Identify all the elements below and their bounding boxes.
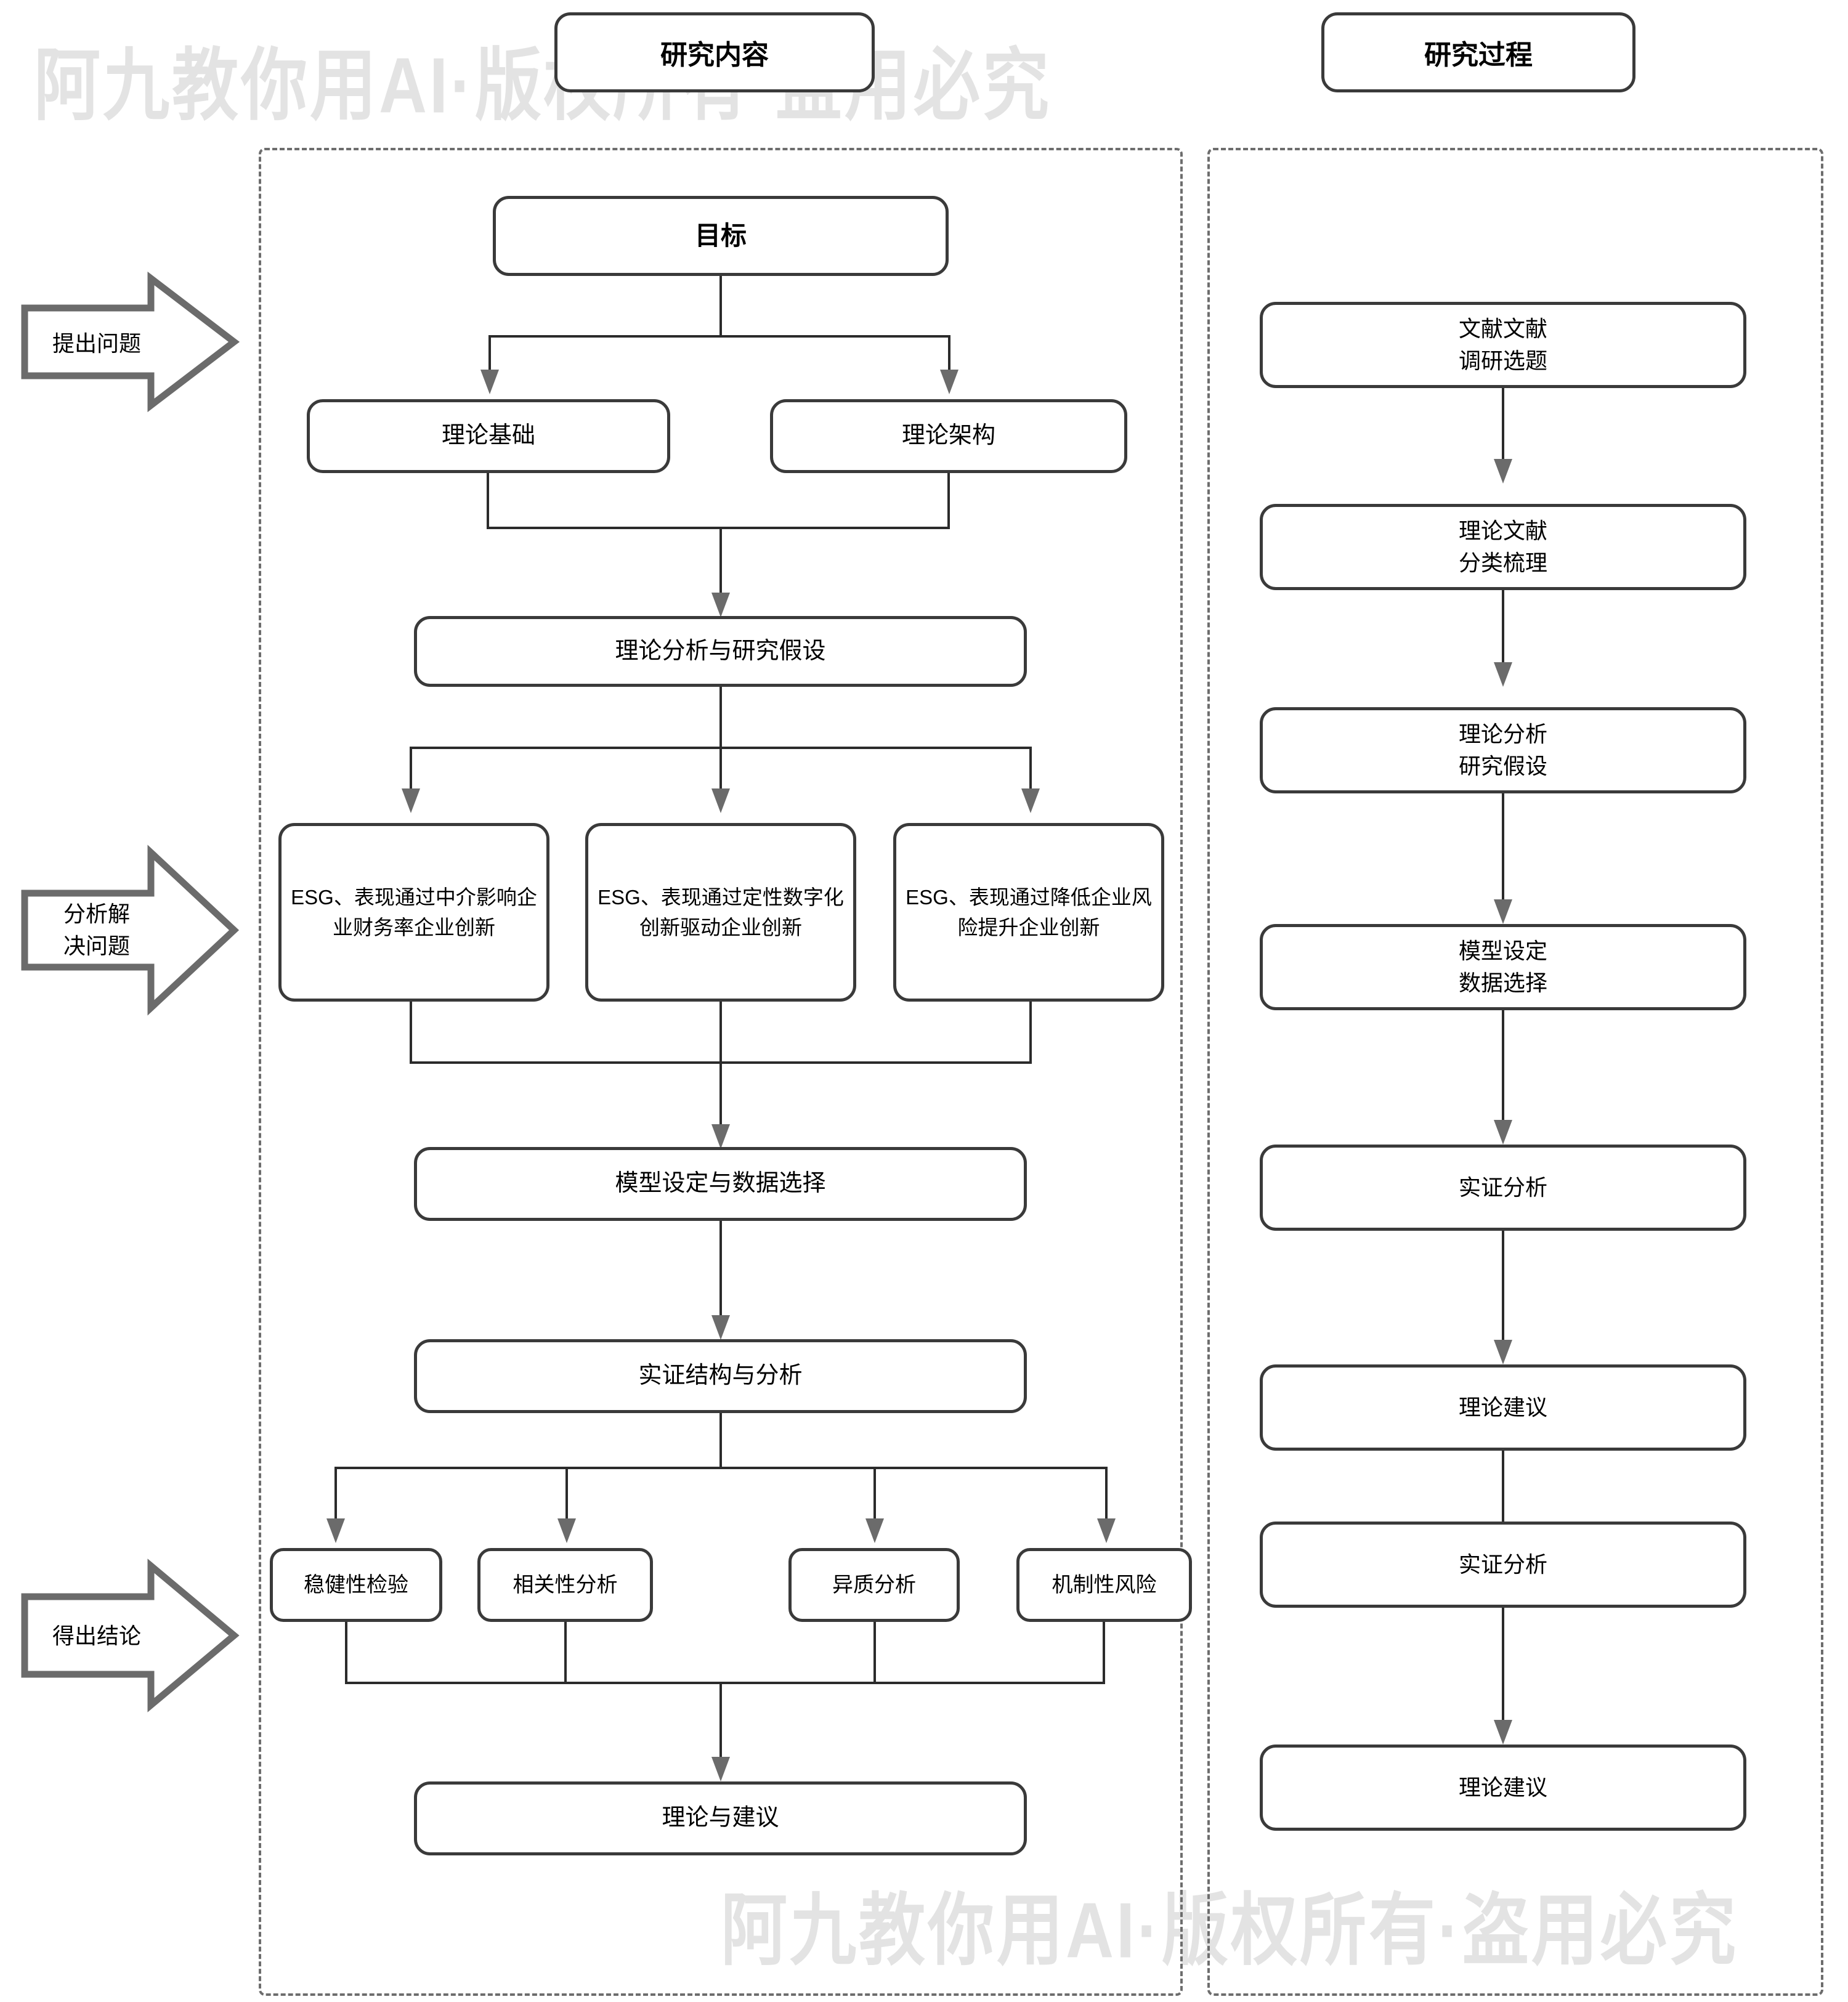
connector-goal-left-drop [488, 335, 491, 372]
connector-goal-split [488, 335, 950, 338]
process-node-2[interactable]: 理论文献 分类梳理 [1260, 504, 1746, 590]
panel-research-content [259, 148, 1183, 1996]
arrowhead-to-check-2 [557, 1518, 576, 1543]
connector-goal-down [719, 276, 722, 336]
process-node-1[interactable]: 文献文献 调研选题 [1260, 302, 1746, 388]
process-node-8[interactable]: 理论建议 [1260, 1745, 1746, 1831]
node-conclusion[interactable]: 理论与建议 [414, 1781, 1027, 1855]
connector-check1-down [345, 1622, 347, 1684]
connector-checks-merge [345, 1682, 1105, 1684]
arrowhead-to-check-1 [326, 1518, 345, 1543]
arrowhead-to-empirical [711, 1315, 730, 1340]
node-hypothesis-3[interactable]: ESG、表现通过降低企业风险提升企业创新 [893, 823, 1164, 1002]
connector-goal-right-drop [948, 335, 950, 372]
arrowhead-process-3-4 [1494, 899, 1512, 924]
arrowhead-process-5-6 [1494, 1340, 1512, 1364]
column-header-research-process: 研究过程 [1321, 12, 1635, 92]
node-model-data[interactable]: 模型设定与数据选择 [414, 1147, 1027, 1221]
connector-empirical-down [719, 1413, 722, 1469]
arrowhead-process-1-2 [1494, 459, 1512, 484]
stage-arrow-analyze-solve: 分析解 决问题 [18, 844, 240, 1016]
connector-theory-framework-down [947, 473, 950, 529]
arrowhead-to-model-data [711, 1124, 730, 1149]
connector-theory-merge-down [719, 527, 722, 594]
arrowhead-process-2-3 [1494, 662, 1512, 687]
node-check-mechanism-risk[interactable]: 机制性风险 [1016, 1548, 1192, 1622]
connector-hyp1-down [410, 1002, 412, 1063]
process-node-3[interactable]: 理论分析 研究假设 [1260, 707, 1746, 793]
watermark-top: 阿九教你用AI·版权所有·盗用必究 [34, 41, 1052, 129]
process-node-5[interactable]: 实证分析 [1260, 1145, 1746, 1231]
arrowhead-process-4-5 [1494, 1120, 1512, 1145]
connector-check4-drop [1105, 1467, 1108, 1521]
stage-label-draw-conclusion: 得出结论 [52, 1623, 141, 1648]
stage-arrow-draw-conclusion: 得出结论 [18, 1558, 240, 1712]
arrowhead-to-theory-analysis [711, 593, 730, 617]
node-empirical[interactable]: 实证结构与分析 [414, 1339, 1027, 1413]
connector-check2-drop [565, 1467, 568, 1521]
connector-analysis-down [719, 687, 722, 748]
connector-process-4-5 [1502, 1010, 1504, 1121]
arrowhead-process-7-8 [1494, 1720, 1512, 1745]
connector-checks-split [334, 1467, 1108, 1469]
watermark-bottom: 阿九教你用AI·版权所有·盗用必究 [721, 1886, 1738, 1974]
node-check-robustness[interactable]: 稳健性检验 [270, 1548, 442, 1622]
process-node-7[interactable]: 实证分析 [1260, 1522, 1746, 1608]
node-check-correlation[interactable]: 相关性分析 [477, 1548, 653, 1622]
connector-check2-down [564, 1622, 567, 1684]
node-hypothesis-2[interactable]: ESG、表现通过定性数字化创新驱动企业创新 [585, 823, 856, 1002]
column-header-research-content: 研究内容 [554, 12, 875, 92]
arrowhead-to-theory-framework [940, 370, 958, 394]
node-theory-base[interactable]: 理论基础 [307, 399, 670, 473]
connector-process-1-2 [1502, 388, 1504, 461]
stage-label-analyze-solve: 分析解 决问题 [63, 901, 130, 959]
panel-research-process [1207, 148, 1823, 1996]
stage-label-raise-question: 提出问题 [52, 331, 141, 356]
node-theory-analysis[interactable]: 理论分析与研究假设 [414, 616, 1027, 687]
node-check-heterogeneity[interactable]: 异质分析 [788, 1548, 960, 1622]
connector-process-2-3 [1502, 590, 1504, 664]
arrowhead-to-check-4 [1097, 1518, 1116, 1543]
process-node-6[interactable]: 理论建议 [1260, 1364, 1746, 1451]
connector-hyp3-drop [1029, 747, 1032, 791]
connector-hyp1-drop [410, 747, 412, 791]
connector-process-3-4 [1502, 793, 1504, 901]
connector-hypothesis-merge-down [719, 1061, 722, 1126]
connector-process-7-8 [1502, 1608, 1504, 1722]
connector-check3-down [873, 1622, 876, 1684]
connector-check3-drop [873, 1467, 876, 1521]
connector-hyp2-drop [719, 747, 722, 791]
connector-check1-drop [334, 1467, 337, 1521]
stage-arrow-raise-question: 提出问题 [18, 271, 240, 413]
arrowhead-to-theory-base [480, 370, 499, 394]
node-hypothesis-1[interactable]: ESG、表现通过中介影响企业财务率企业创新 [278, 823, 549, 1002]
connector-process-6-7 [1502, 1451, 1504, 1562]
arrowhead-to-conclusion [711, 1757, 730, 1781]
connector-check4-down [1103, 1622, 1105, 1684]
arrowhead-to-hypothesis-1 [402, 788, 420, 813]
arrowhead-to-check-3 [865, 1518, 884, 1543]
connector-hyp3-down [1029, 1002, 1032, 1063]
connector-checks-merge-down [719, 1682, 722, 1759]
node-goal[interactable]: 目标 [493, 196, 949, 276]
node-theory-framework[interactable]: 理论架构 [770, 399, 1127, 473]
connector-hyp2-down [719, 1002, 722, 1063]
process-node-4[interactable]: 模型设定 数据选择 [1260, 924, 1746, 1010]
connector-theory-merge [487, 527, 950, 529]
connector-theory-base-down [487, 473, 489, 529]
connector-model-down [719, 1221, 722, 1316]
arrowhead-to-hypothesis-2 [711, 788, 730, 813]
arrowhead-to-hypothesis-3 [1021, 788, 1040, 813]
connector-process-5-6 [1502, 1231, 1504, 1342]
